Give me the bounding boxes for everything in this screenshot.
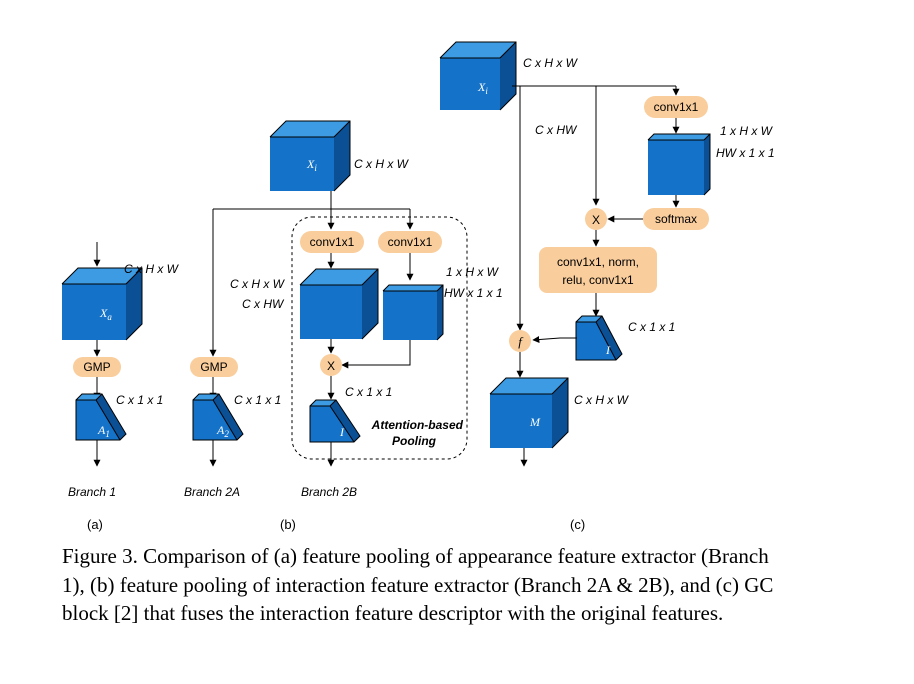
cube-xi-c <box>439 41 517 111</box>
panel-b-label: (b) <box>280 517 296 532</box>
panel-a-label: (a) <box>87 517 103 532</box>
gmp-label-b: GMP <box>200 360 227 374</box>
attention-pooling-box <box>291 216 468 460</box>
figure-caption: Figure 3. Comparison of (a) feature pool… <box>62 544 774 625</box>
dims-input-a: C x H x W <box>124 262 180 276</box>
gmp-label-a: GMP <box>83 360 110 374</box>
panel-c: Xi C x H x W C x HW conv1x1 1 x H x W HW… <box>439 41 775 532</box>
conv-left-op <box>300 231 364 253</box>
cube-xa <box>61 267 143 341</box>
multiply-label-b: X <box>327 359 335 373</box>
softmax-label: softmax <box>655 212 697 226</box>
transform-label-2: relu, conv1x1 <box>562 273 634 287</box>
gmp-op-b <box>190 357 238 377</box>
multiply-op-c <box>585 208 607 230</box>
dims-right-2: HW x 1 x 1 <box>444 286 503 300</box>
transform-label-1: conv1x1, norm, <box>557 255 639 269</box>
cube-right-b <box>382 284 444 341</box>
fusion-op <box>509 330 531 352</box>
panel-a: Xa C x H x W GMP A1 C x 1 x 1 Branch 1 (… <box>61 242 180 532</box>
dims-2a: C x 1 x 1 <box>234 393 281 407</box>
vector-i-c <box>575 315 623 361</box>
xi-symbol-c: Xi <box>477 80 488 96</box>
softmax-op <box>643 208 709 230</box>
i-symbol-b: I <box>339 425 345 439</box>
i-symbol-c: I <box>605 343 611 357</box>
dims-left-1: C x H x W <box>230 277 286 291</box>
multiply-op-b <box>320 354 342 376</box>
branch-1-label: Branch 1 <box>68 485 116 499</box>
fusion-label: f <box>518 334 524 349</box>
feature-pooling-diagram: Xa C x H x W GMP A1 C x 1 x 1 Branch 1 (… <box>61 41 775 532</box>
dims-i-c: C x 1 x 1 <box>628 320 675 334</box>
attention-label-2: Pooling <box>392 434 437 448</box>
dims-output-b: C x 1 x 1 <box>345 385 392 399</box>
dims-chw-c: C x HW <box>535 123 578 137</box>
m-symbol: M <box>529 415 541 429</box>
a1-symbol: A1 <box>97 423 110 439</box>
cube-key-c <box>647 133 711 196</box>
dims-left-2: C x HW <box>242 297 285 311</box>
conv-top-op <box>644 96 708 118</box>
cube-left-b <box>299 268 379 340</box>
conv-right-label: conv1x1 <box>388 235 433 249</box>
xa-symbol: Xa <box>99 306 112 322</box>
panel-c-label: (c) <box>570 517 585 532</box>
dims-key-1: 1 x H x W <box>720 124 774 138</box>
a2-symbol: A2 <box>216 423 229 439</box>
conv-left-label: conv1x1 <box>310 235 355 249</box>
dims-input-b: C x H x W <box>354 157 410 171</box>
vector-a1 <box>75 393 127 441</box>
dims-m: C x H x W <box>574 393 630 407</box>
dims-input-c: C x H x W <box>523 56 579 70</box>
dims-output-a: C x 1 x 1 <box>116 393 163 407</box>
transform-op <box>539 247 657 293</box>
dims-key-2: HW x 1 x 1 <box>716 146 775 160</box>
cube-m <box>489 377 569 449</box>
panel-b: Xi C x H x W GMP A2 C x 1 x 1 Branch 2A … <box>184 120 503 532</box>
vector-a2 <box>192 393 244 441</box>
xi-symbol-b: Xi <box>306 157 317 173</box>
conv-right-op <box>378 231 442 253</box>
multiply-label-c: X <box>592 213 600 227</box>
branch-2a-label: Branch 2A <box>184 485 240 499</box>
branch-2b-label: Branch 2B <box>301 485 357 499</box>
cube-xi-b <box>269 120 351 192</box>
vector-i-b <box>309 399 361 443</box>
gmp-op-a <box>73 357 121 377</box>
attention-label-1: Attention-based <box>371 418 464 432</box>
dims-right-1: 1 x H x W <box>446 265 500 279</box>
conv-top-label: conv1x1 <box>654 100 699 114</box>
